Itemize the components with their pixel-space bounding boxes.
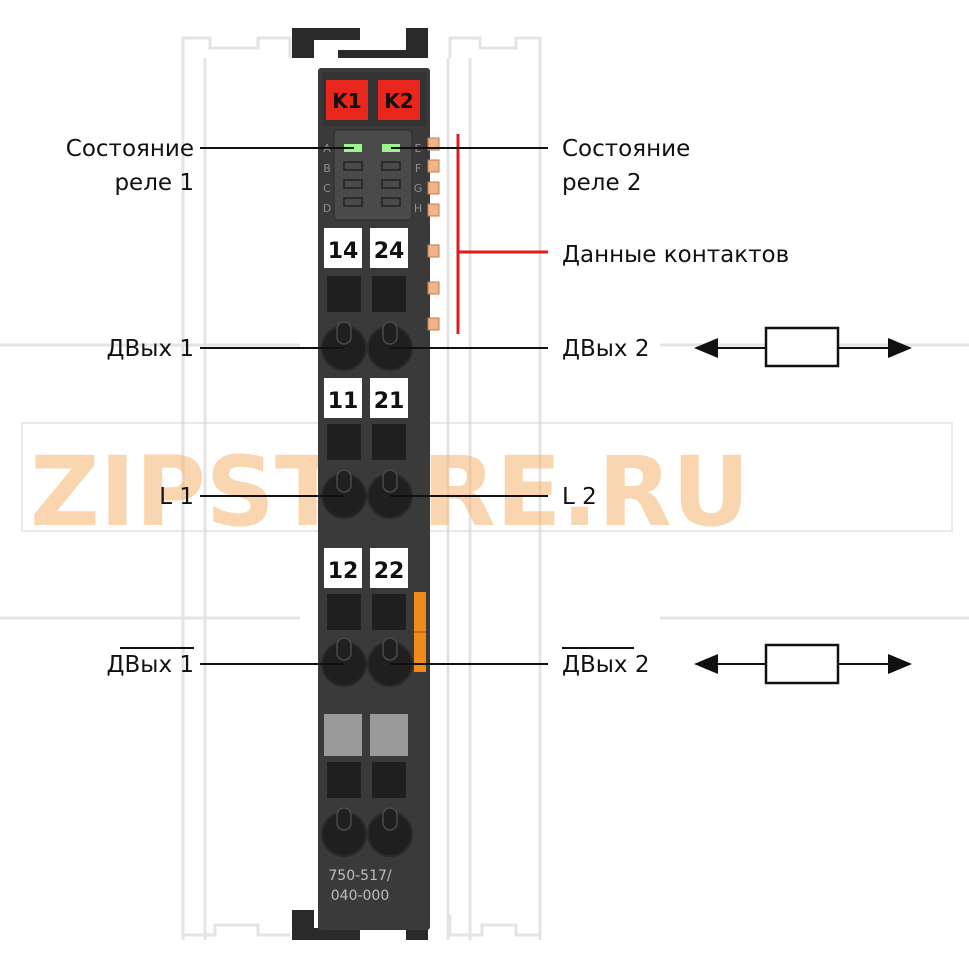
led-letter-d: D xyxy=(323,202,331,215)
load-symbol-2 xyxy=(694,643,912,685)
push-button-blank-left[interactable] xyxy=(327,762,361,798)
relay-k2-marker xyxy=(378,80,420,120)
contact-data-bracket xyxy=(456,134,548,334)
label-dout-2-inv: ДВых 2 xyxy=(562,652,649,678)
push-button-21[interactable] xyxy=(372,424,406,460)
led-c xyxy=(343,179,363,189)
label-l-1: L 1 xyxy=(159,484,194,510)
terminal-label-14: 14 xyxy=(328,239,359,264)
part-number-line1: 750-517/ xyxy=(328,868,391,884)
label-status-relay-2-line2: реле 2 xyxy=(562,170,642,196)
push-button-14[interactable] xyxy=(327,276,361,312)
led-letter-h: H xyxy=(414,202,422,215)
part-number-line2: 040-000 xyxy=(331,888,390,904)
blank-marker-right xyxy=(370,714,408,756)
contact-pads xyxy=(427,137,440,331)
relay-k1-marker xyxy=(326,80,368,120)
push-button-11[interactable] xyxy=(327,424,361,460)
push-button-22[interactable] xyxy=(372,594,406,630)
led-g xyxy=(381,179,401,189)
terminal-marker-22 xyxy=(370,548,408,588)
terminal-label-22: 22 xyxy=(374,559,405,584)
blank-marker-left xyxy=(324,714,362,756)
label-dout-1-inv: ДВых 1 xyxy=(107,652,194,678)
label-status-relay-2-line1: Состояние xyxy=(562,136,690,162)
push-button-24[interactable] xyxy=(372,276,406,312)
led-b xyxy=(343,161,363,171)
terminal-label-12: 12 xyxy=(328,559,359,584)
leader-lines xyxy=(200,147,548,665)
led-letter-c: C xyxy=(323,182,331,195)
terminal-label-21: 21 xyxy=(374,389,405,414)
terminal-marker-11 xyxy=(324,378,362,418)
label-status-relay-1-line2: реле 1 xyxy=(114,170,194,196)
terminal-marker-14 xyxy=(324,228,362,268)
led-letter-g: G xyxy=(414,182,423,195)
label-status-relay-1-line1: Состояние xyxy=(66,136,194,162)
led-d xyxy=(343,197,363,207)
label-dout-2: ДВых 2 xyxy=(562,336,649,362)
push-button-blank-right[interactable] xyxy=(372,762,406,798)
terminal-label-11: 11 xyxy=(328,389,359,414)
terminal-label-24: 24 xyxy=(374,239,405,264)
label-l-2: L 2 xyxy=(562,484,597,510)
led-f xyxy=(381,161,401,171)
relay-k2-label: K2 xyxy=(384,89,413,113)
terminal-marker-12 xyxy=(324,548,362,588)
push-button-12[interactable] xyxy=(327,594,361,630)
led-h xyxy=(381,197,401,207)
relay-k1-label: K1 xyxy=(332,89,361,113)
terminal-marker-21 xyxy=(370,378,408,418)
terminal-marker-24 xyxy=(370,228,408,268)
load-symbol-1 xyxy=(694,326,912,368)
top-clip xyxy=(292,28,428,58)
label-contact-data: Данные контактов xyxy=(562,242,789,268)
label-dout-1: ДВых 1 xyxy=(107,336,194,362)
led-letter-f: F xyxy=(415,162,421,175)
led-letter-b: B xyxy=(323,162,331,175)
